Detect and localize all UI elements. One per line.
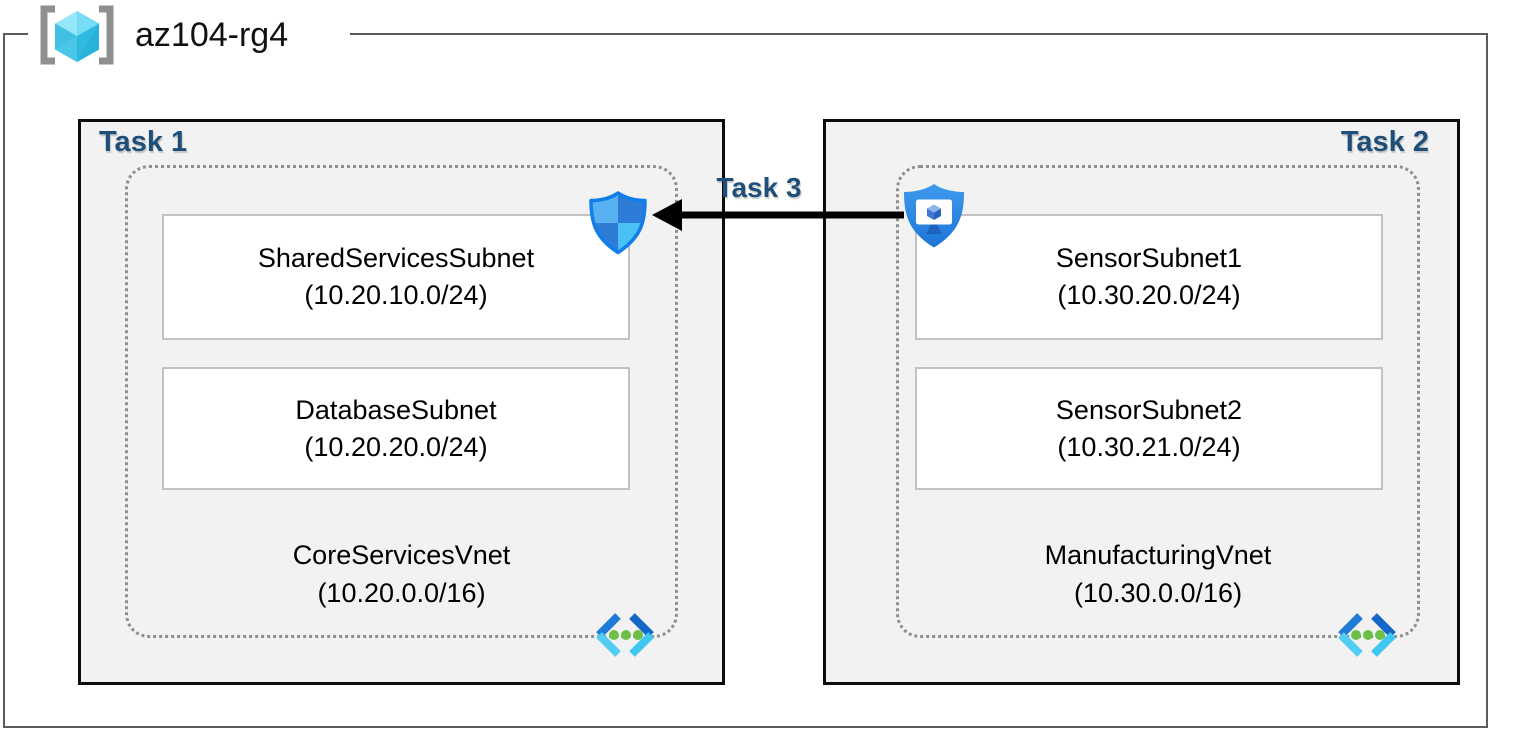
bastion-shield-monitor-icon bbox=[899, 182, 969, 250]
subnet-name: DatabaseSubnet bbox=[295, 394, 497, 425]
task3-left-arrow bbox=[648, 193, 906, 237]
frame-title-gap bbox=[28, 29, 350, 39]
network-security-group-shield-icon bbox=[586, 190, 650, 256]
subnet-cidr: (10.30.20.0/24) bbox=[1057, 280, 1241, 310]
vnet-name: CoreServicesVnet bbox=[292, 540, 511, 570]
subnet-cidr: (10.20.10.0/24) bbox=[304, 280, 488, 310]
subnet-cidr: (10.30.21.0/24) bbox=[1057, 431, 1241, 462]
subnet-sharedservices: SharedServicesSubnet (10.20.10.0/24) bbox=[162, 214, 630, 340]
vnet-name: ManufacturingVnet bbox=[1044, 540, 1272, 570]
vnet-cidr: (10.30.0.0/16) bbox=[1073, 578, 1243, 608]
resource-group-title: az104-rg4 bbox=[135, 16, 289, 54]
subnet-name: SharedServicesSubnet bbox=[257, 243, 535, 273]
subnet-cidr: (10.20.20.0/24) bbox=[304, 431, 488, 462]
subnet-sensor2: SensorSubnet2 (10.30.21.0/24) bbox=[915, 367, 1383, 490]
subnet-sensor1: SensorSubnet1 (10.30.20.0/24) bbox=[915, 214, 1383, 340]
vnet-cidr: (10.20.0.0/16) bbox=[317, 578, 486, 608]
task3-label: Task 3 bbox=[716, 172, 802, 203]
manufacturingvnet-label: ManufacturingVnet (10.30.0.0/16) bbox=[896, 536, 1420, 612]
task2-label: Task 2 bbox=[1340, 126, 1429, 158]
task1-label: Task 1 bbox=[99, 126, 188, 158]
subnet-name: SensorSubnet1 bbox=[1055, 243, 1243, 273]
virtual-network-icon bbox=[591, 611, 659, 659]
virtual-network-icon bbox=[1333, 611, 1401, 659]
resource-group-icon bbox=[36, 5, 118, 65]
subnet-database: DatabaseSubnet (10.20.20.0/24) bbox=[162, 367, 630, 490]
resource-group-frame bbox=[3, 33, 1488, 728]
subnet-name: SensorSubnet2 bbox=[1055, 394, 1243, 425]
coreservicesvnet-boundary bbox=[125, 165, 678, 638]
coreservicesvnet-label: CoreServicesVnet (10.20.0.0/16) bbox=[125, 536, 678, 612]
manufacturingvnet-boundary bbox=[896, 165, 1420, 638]
